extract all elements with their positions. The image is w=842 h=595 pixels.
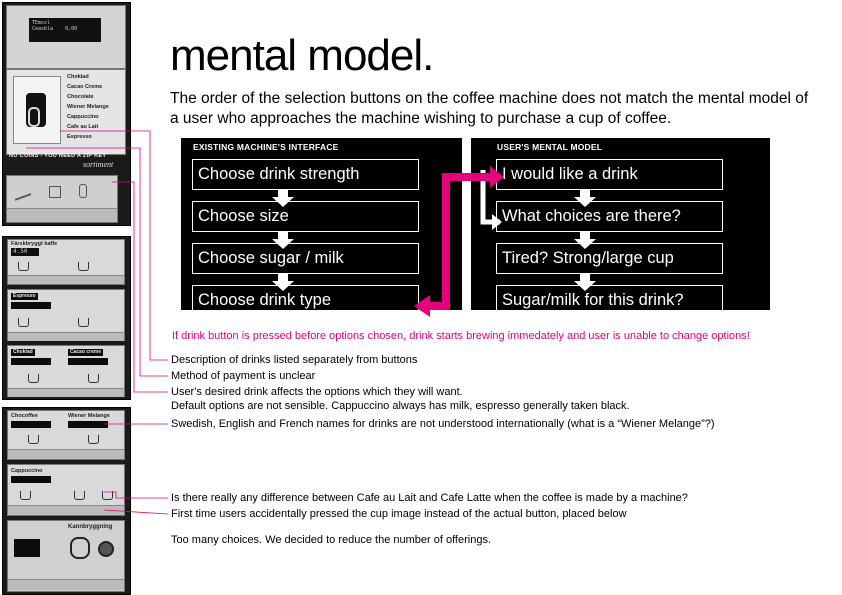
selection-panel: Choklad Cacao Creme Chocolate Wiener Mel…	[6, 69, 126, 155]
drink-label-5: Wiener Melange	[68, 413, 110, 419]
note-too-many-choices: Too many choices. We decided to reduce t…	[171, 534, 491, 546]
note-cup-image: First time users accidentally pressed th…	[171, 508, 627, 520]
warning-text: If drink button is pressed before option…	[172, 330, 750, 342]
options-buttons	[7, 208, 117, 222]
menu-item-1: Cacao Creme	[67, 84, 103, 90]
existing-step-3: Choose sugar / milk	[192, 243, 419, 274]
menu-item-0: Choklad	[67, 74, 89, 80]
drink-panel-4: Chocoffee Wiener Melange	[7, 410, 125, 460]
note-default-options: Default options are not sensible. Cappuc…	[171, 400, 630, 412]
cup-icon	[74, 491, 85, 500]
menu-item-5: Cafe au Lait	[67, 124, 99, 130]
drink-label-3: Cacao creme	[68, 349, 104, 356]
mental-step-3: Tired? Strong/large cup	[496, 243, 723, 274]
note-drink-description: Description of drinks listed separately …	[171, 354, 418, 366]
cup-icon	[78, 262, 89, 271]
mental-model-box: USER'S MENTAL MODEL I would like a drink…	[471, 138, 770, 316]
menu-item-4: Cappuccino	[67, 114, 99, 120]
intro-text: The order of the selection buttons on th…	[170, 90, 809, 127]
drink-panel-1: Färskbryggt kaffe 4.50	[7, 239, 125, 285]
photo-machine-bottom: Chocoffee Wiener Melange Cappuccino Kann…	[2, 407, 131, 595]
coin-notice: NO COINS - YOU NEED A ZIP KEY	[9, 153, 107, 159]
existing-interface-box: EXISTING MACHINE'S INTERFACE Choose drin…	[181, 138, 462, 316]
black-strip	[68, 358, 108, 365]
drink-buttons	[8, 332, 124, 341]
drink-label-6: Cappuccino	[11, 468, 43, 474]
cup-icon	[78, 318, 89, 327]
cup-icon	[88, 374, 99, 383]
cup-icon	[18, 318, 29, 327]
drink-buttons	[8, 449, 124, 459]
drink-buttons	[8, 388, 124, 397]
size-icon	[49, 186, 61, 198]
drink-panel-6: Kannbryggning	[7, 520, 125, 592]
black-strip	[11, 358, 51, 365]
drink-panel-3: Choklad Cacao creme	[7, 345, 125, 397]
cup-icon	[18, 262, 29, 271]
cup-icon	[102, 491, 113, 500]
brand-label: sortiment	[83, 160, 114, 169]
existing-step-4: Choose drink type	[192, 285, 419, 316]
note-payment: Method of payment is unclear	[171, 370, 316, 382]
mental-step-2: What choices are there?	[496, 201, 723, 232]
price-display: 4.50	[11, 248, 39, 256]
key-lock-icon	[98, 541, 114, 557]
drink-buttons	[8, 505, 124, 515]
drink-buttons	[8, 579, 124, 590]
page-title: mental model.	[170, 31, 434, 80]
note-drink-names: Swedish, English and French names for dr…	[171, 418, 715, 430]
mental-header: USER'S MENTAL MODEL	[497, 142, 603, 152]
black-strip	[68, 421, 108, 428]
drink-panel-5: Cappuccino	[7, 464, 125, 516]
cup-icon	[20, 491, 31, 500]
cup-icon	[28, 435, 39, 444]
zip-key-icon	[28, 107, 40, 127]
drink-buttons	[8, 275, 124, 284]
sugar-milk-icon	[79, 184, 87, 198]
cup-dispenser	[13, 76, 61, 144]
drink-panel-2: Espresso	[7, 289, 125, 341]
black-strip	[11, 476, 51, 483]
black-strip	[11, 421, 51, 428]
existing-step-1: Choose drink strength	[192, 159, 419, 190]
existing-header: EXISTING MACHINE'S INTERFACE	[193, 142, 339, 152]
mental-step-4: Sugar/milk for this drink?	[496, 285, 723, 316]
existing-step-2: Choose size	[192, 201, 419, 232]
mental-step-1: I would like a drink	[496, 159, 723, 190]
menu-item-2: Chocolate	[67, 94, 94, 100]
cup-icon	[28, 374, 39, 383]
options-panel	[6, 175, 118, 223]
black-strip	[14, 539, 40, 557]
cup-icon	[88, 435, 99, 444]
note-desired-drink: User's desired drink affects the options…	[171, 386, 463, 398]
drink-label-1: Espresso	[11, 293, 38, 300]
note-cafe-au-lait: Is there really any difference between C…	[171, 492, 688, 504]
photo-machine-middle: Färskbryggt kaffe 4.50 Espresso Choklad …	[2, 236, 131, 400]
coffee-pot-icon	[70, 537, 90, 559]
drink-label-0: Färskbryggt kaffe	[11, 241, 58, 247]
strength-icon	[15, 183, 31, 201]
menu-item-3: Wiener Melange	[67, 104, 109, 110]
black-strip	[11, 302, 51, 309]
drink-label-2: Choklad	[11, 349, 35, 356]
drink-label-7: Kannbryggning	[68, 524, 113, 530]
menu-item-6: Espresso	[67, 134, 92, 140]
drink-label-4: Chocoffee	[11, 413, 38, 419]
